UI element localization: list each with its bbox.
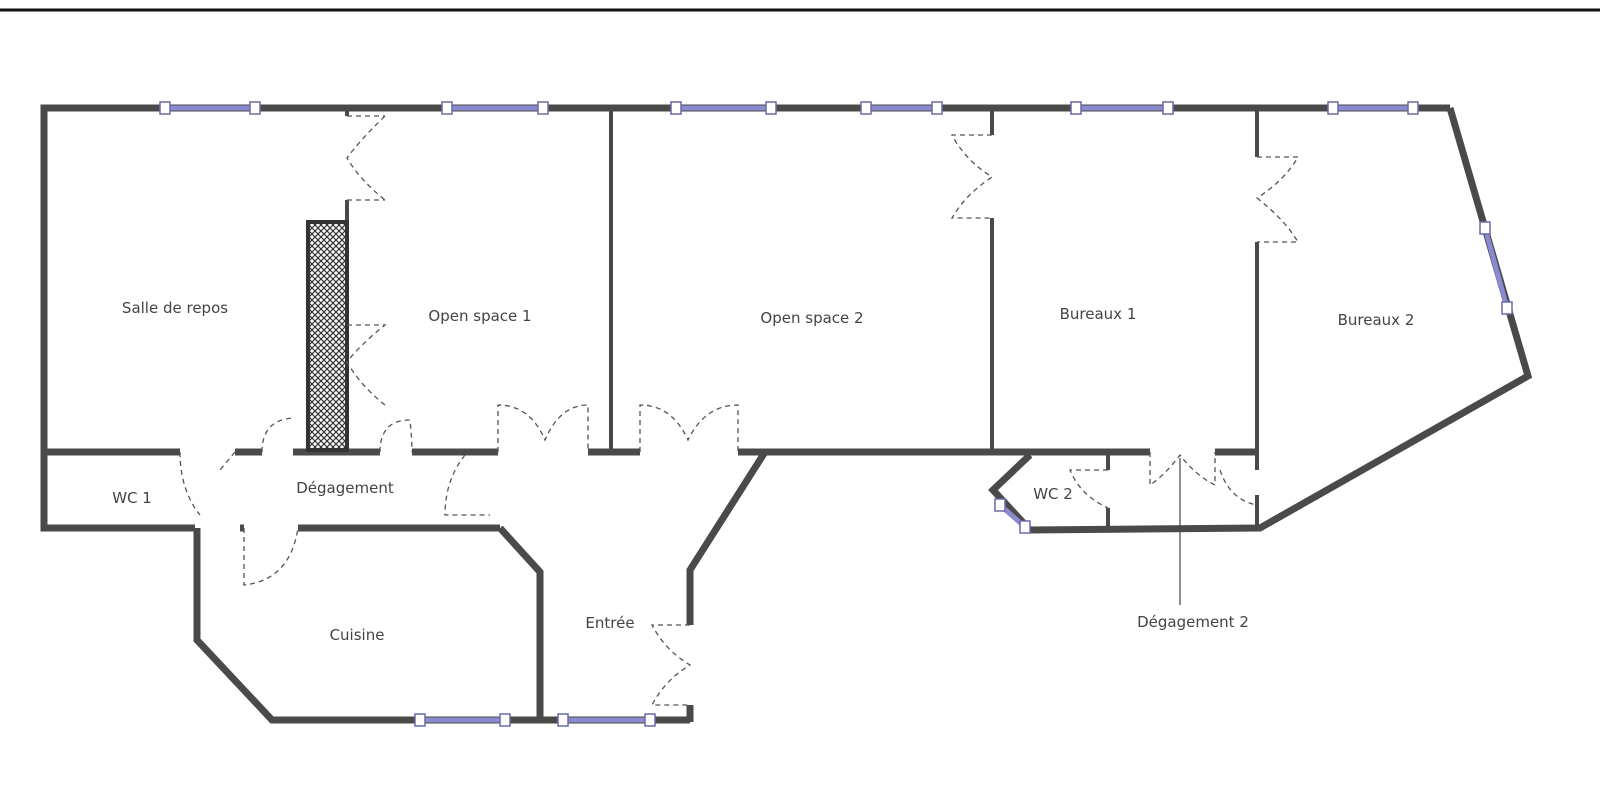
double-door: [1255, 156, 1300, 243]
label-degagement-2: Dégagement 2: [1137, 613, 1249, 631]
windows: [159, 101, 1513, 727]
double-door: [950, 134, 994, 219]
doors: [179, 115, 1300, 706]
door: [1219, 469, 1258, 506]
label-cuisine: Cuisine: [330, 626, 385, 644]
window: [1070, 101, 1174, 115]
window: [670, 101, 777, 115]
label-wc-1: WC 1: [112, 489, 152, 507]
door: [261, 417, 413, 453]
label-bureaux-2: Bureaux 2: [1338, 311, 1415, 329]
entree-wall: [686, 450, 768, 625]
window: [860, 101, 943, 115]
window: [159, 101, 261, 115]
chimney-block: [306, 220, 349, 452]
door: [179, 451, 236, 516]
double-door: [650, 624, 692, 706]
double-door: [639, 404, 739, 452]
window: [1327, 101, 1419, 115]
door: [243, 527, 299, 586]
door: [346, 115, 386, 201]
double-door: [1149, 452, 1216, 487]
window: [441, 101, 549, 115]
label-wc-2: WC 2: [1033, 485, 1073, 503]
door: [444, 454, 490, 516]
door: [1069, 469, 1109, 509]
label-entree: Entrée: [585, 614, 634, 632]
window: [994, 498, 1031, 534]
outer-wall-west: [40, 104, 1450, 532]
room-labels: Salle de repos Open space 1 Open space 2…: [112, 299, 1414, 644]
door: [346, 324, 387, 406]
label-open-space-2: Open space 2: [760, 309, 863, 327]
double-door: [497, 404, 589, 452]
cuisine-wall-east: [497, 525, 544, 720]
label-salle-de-repos: Salle de repos: [122, 299, 228, 317]
label-degagement: Dégagement: [296, 479, 394, 497]
window: [557, 713, 656, 727]
label-bureaux-1: Bureaux 1: [1060, 305, 1137, 323]
outer-wall-east: [988, 107, 1533, 534]
walls: [40, 104, 1533, 724]
window: [414, 713, 511, 727]
label-open-space-1: Open space 1: [428, 307, 531, 325]
window: [1479, 221, 1513, 315]
